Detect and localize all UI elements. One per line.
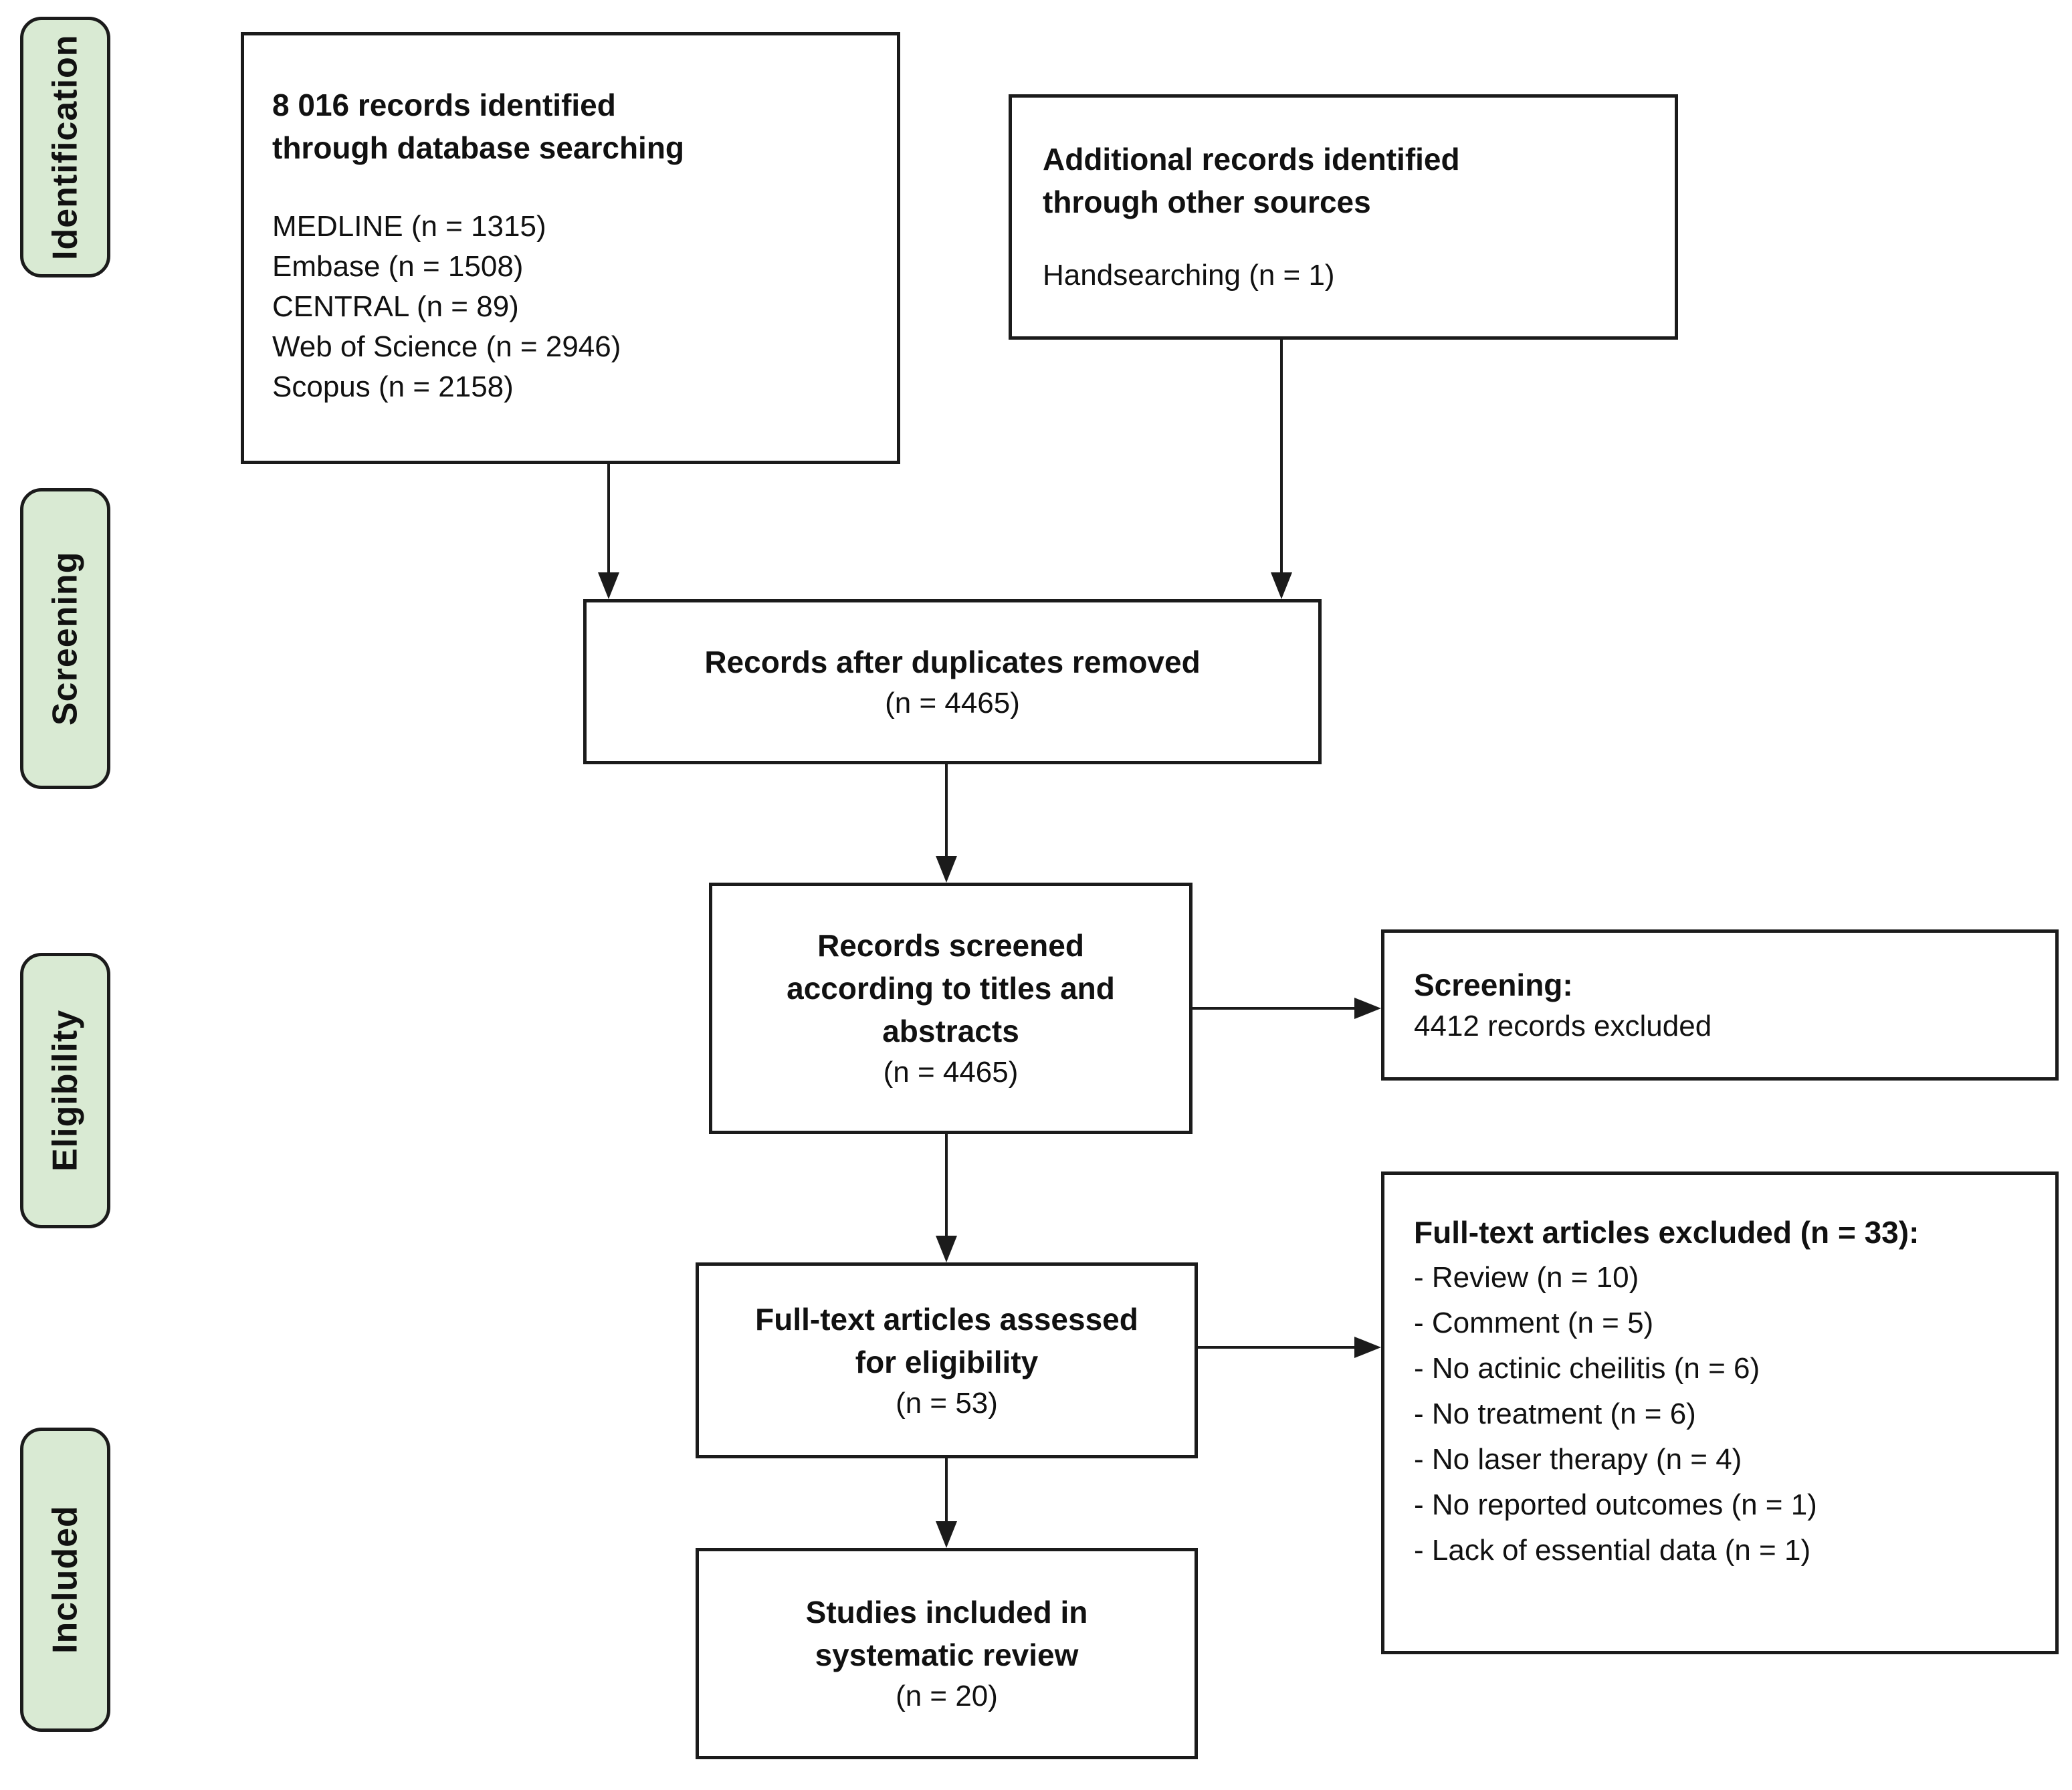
excluded-reason-comment: - Comment (n = 5) bbox=[1414, 1307, 1654, 1339]
box-screening-excluded-detail: 4412 records excluded bbox=[1414, 1010, 1712, 1042]
box-fulltext-excluded: Full-text articles excluded (n = 33): - … bbox=[1381, 1171, 2059, 1654]
box-database-records: 8 016 records identified through databas… bbox=[241, 32, 900, 464]
excluded-reason-no-actinic-cheilitis: - No actinic cheilitis (n = 6) bbox=[1414, 1352, 1760, 1385]
box-duplicates-count: (n = 4465) bbox=[885, 686, 1020, 719]
arrowhead-fulltext-to-excluded bbox=[1354, 1337, 1381, 1358]
box-other-sources-title: Additional records identified through ot… bbox=[1043, 142, 1460, 219]
box-database-sources: MEDLINE (n = 1315) Embase (n = 1508) CEN… bbox=[272, 207, 877, 407]
box-records-screened-title: Records screened according to titles and… bbox=[787, 928, 1115, 1048]
box-fulltext-excluded-title: Full-text articles excluded (n = 33): bbox=[1414, 1215, 1920, 1250]
source-embase: Embase (n = 1508) bbox=[272, 250, 524, 283]
connector-other-to-duplicates bbox=[1280, 339, 1283, 574]
box-fulltext-assessed-count: (n = 53) bbox=[896, 1386, 998, 1420]
box-other-sources: Additional records identified through ot… bbox=[1009, 94, 1678, 340]
box-fulltext-assessed-title: Full-text articles assessed for eligibil… bbox=[755, 1301, 1138, 1379]
source-web-of-science: Web of Science (n = 2946) bbox=[272, 330, 621, 363]
excluded-reason-lack-of-data: - Lack of essential data (n = 1) bbox=[1414, 1534, 1811, 1567]
box-records-screened-count: (n = 4465) bbox=[883, 1056, 1019, 1089]
excluded-reason-no-treatment: - No treatment (n = 6) bbox=[1414, 1397, 1696, 1430]
box-database-title: 8 016 records identified through databas… bbox=[272, 88, 685, 165]
connector-database-to-duplicates bbox=[607, 463, 610, 574]
arrowhead-fulltext-to-included bbox=[936, 1521, 957, 1548]
box-duplicates-removed: Records after duplicates removed (n = 44… bbox=[583, 599, 1322, 764]
arrowhead-screened-to-excluded bbox=[1354, 998, 1381, 1019]
connector-fulltext-to-excluded bbox=[1198, 1346, 1356, 1349]
box-screening-excluded-title: Screening: bbox=[1414, 968, 1573, 1002]
connector-screened-to-excluded bbox=[1193, 1007, 1356, 1010]
connector-duplicates-to-screened bbox=[945, 764, 948, 858]
box-studies-included-count: (n = 20) bbox=[896, 1680, 998, 1712]
box-studies-included-title: Studies included in systematic review bbox=[805, 1595, 1088, 1672]
excluded-reason-no-laser-therapy: - No laser therapy (n = 4) bbox=[1414, 1443, 1742, 1476]
box-records-screened: Records screened according to titles and… bbox=[709, 883, 1193, 1134]
stage-label-screening: Screening bbox=[20, 488, 110, 789]
source-medline: MEDLINE (n = 1315) bbox=[272, 210, 546, 243]
excluded-reason-review: - Review (n = 10) bbox=[1414, 1261, 1639, 1294]
stage-label-included: Included bbox=[20, 1428, 110, 1732]
box-screening-excluded: Screening: 4412 records excluded bbox=[1381, 929, 2059, 1081]
arrowhead-other-to-duplicates bbox=[1271, 572, 1292, 599]
connector-fulltext-to-included bbox=[945, 1458, 948, 1523]
box-duplicates-title: Records after duplicates removed bbox=[704, 644, 1201, 679]
box-fulltext-assessed: Full-text articles assessed for eligibil… bbox=[696, 1262, 1198, 1458]
source-central: CENTRAL (n = 89) bbox=[272, 290, 519, 323]
arrowhead-database-to-duplicates bbox=[598, 572, 619, 599]
excluded-reason-no-reported-outcomes: - No reported outcomes (n = 1) bbox=[1414, 1488, 1817, 1521]
connector-screened-to-fulltext bbox=[945, 1134, 948, 1238]
stage-label-eligibility: Eligibility bbox=[20, 953, 110, 1228]
source-scopus: Scopus (n = 2158) bbox=[272, 370, 514, 403]
arrowhead-duplicates-to-screened bbox=[936, 856, 957, 883]
box-studies-included: Studies included in systematic review (n… bbox=[696, 1548, 1198, 1759]
stage-label-identification: Identification bbox=[20, 17, 110, 277]
box-other-sources-detail: Handsearching (n = 1) bbox=[1043, 259, 1335, 292]
arrowhead-screened-to-fulltext bbox=[936, 1236, 957, 1262]
